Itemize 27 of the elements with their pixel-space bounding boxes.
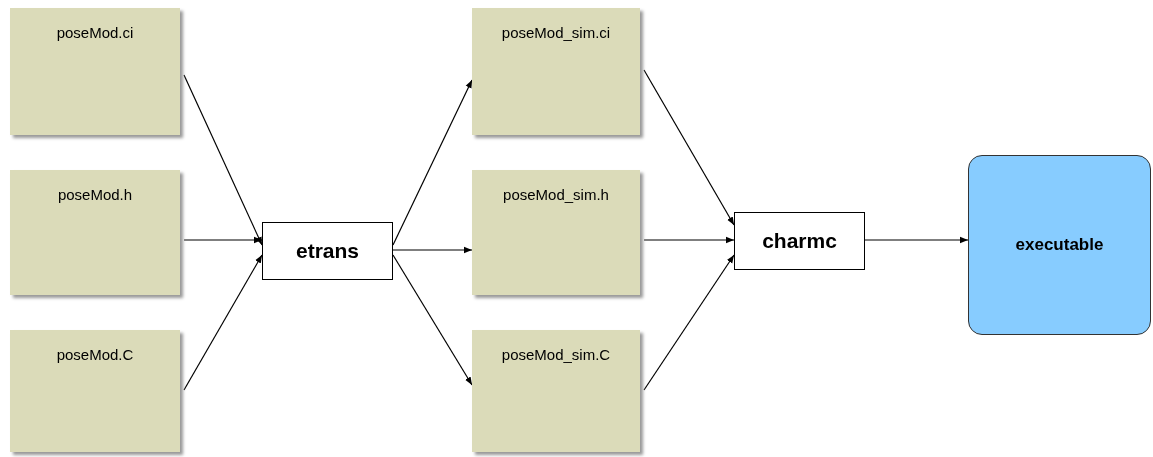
file-name: poseMod_sim.h [502,186,610,203]
file-name: executable [1015,235,1104,255]
arrow [643,69,735,226]
file-name: poseMod.C [55,346,135,363]
file-name: poseMod_sim.ci [500,24,612,41]
arrow [392,254,473,386]
file-box [10,8,180,135]
file-box [10,330,180,452]
arrow [643,254,735,391]
process-box [262,222,393,280]
arrow [392,79,473,246]
arrow [864,236,969,244]
file-name: poseMod_sim.C [500,346,612,363]
file-box [472,8,640,135]
file-box [472,170,640,295]
arrow [392,246,473,254]
file-name: charmc [762,229,837,253]
file-box [10,170,180,295]
arrow [183,254,263,391]
file-name: poseMod.ci [55,24,135,41]
arrow [183,74,263,246]
process-box [734,212,865,270]
file-box [472,330,640,452]
arrow [643,236,735,244]
file-name: poseMod.h [56,186,134,203]
file-name: etrans [296,239,359,263]
output-box [968,155,1151,335]
